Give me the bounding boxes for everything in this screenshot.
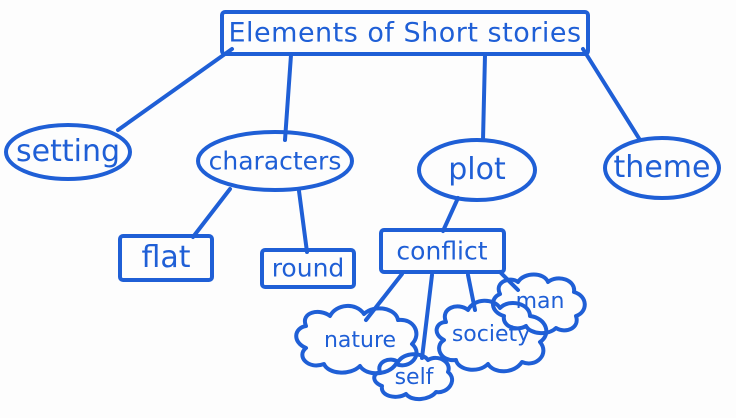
connector-title-setting (116, 47, 234, 132)
characters-oval (196, 130, 354, 192)
connector-conflict-nature (364, 272, 404, 322)
connector-title-characters (283, 53, 293, 142)
conflict-label: conflict (396, 236, 488, 266)
conflict-box (379, 228, 506, 274)
flat-label: flat (141, 240, 191, 275)
plot-label: plot (448, 152, 506, 187)
man-label: man (515, 289, 565, 314)
plot-oval (417, 138, 537, 202)
connector-title-theme (581, 47, 642, 142)
setting-oval (4, 123, 132, 181)
theme-oval (603, 136, 721, 200)
setting-label: setting (15, 134, 121, 169)
connector-title-plot (481, 53, 487, 142)
self-cloud (372, 352, 455, 401)
round-box (260, 248, 356, 289)
self-label: self (394, 365, 434, 390)
connector-characters-round (297, 189, 309, 254)
man-cloud (491, 272, 587, 335)
title-box (220, 10, 590, 56)
theme-label: theme (613, 150, 711, 185)
connector-plot-conflict (441, 196, 460, 233)
nature-label: nature (323, 328, 397, 353)
map-title: Elements of Short stories (228, 17, 582, 49)
round-label: round (271, 253, 345, 283)
connector-conflict-self (420, 273, 434, 360)
society-cloud (434, 298, 549, 374)
nature-cloud (294, 304, 419, 376)
flat-box (118, 234, 214, 282)
society-label: society (451, 322, 531, 347)
connector-characters-flat (191, 187, 232, 239)
characters-label: characters (208, 146, 342, 176)
